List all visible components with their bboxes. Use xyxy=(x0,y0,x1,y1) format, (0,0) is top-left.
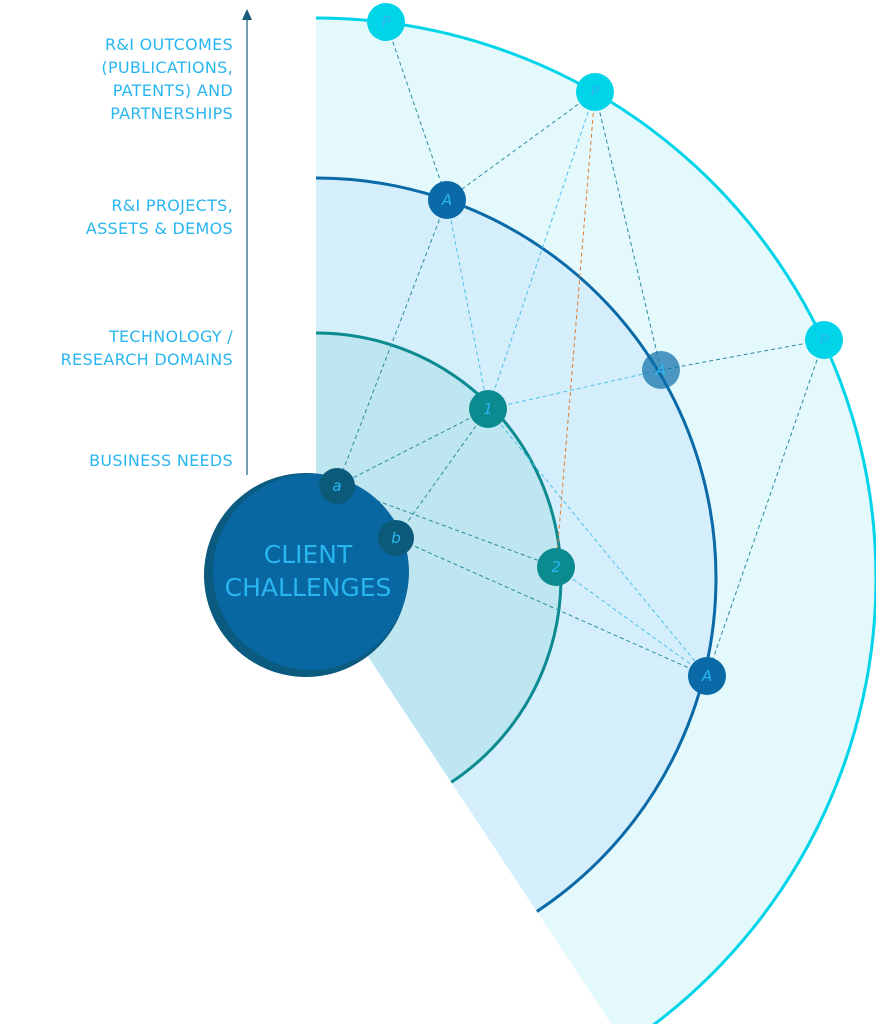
node-t1[interactable]: 1 xyxy=(469,390,507,428)
node-a3[interactable]: A xyxy=(688,657,726,695)
node-circle xyxy=(576,73,614,111)
node-label: A xyxy=(655,361,666,379)
center-line1: CLIENT xyxy=(264,540,353,569)
technology-ring-fill xyxy=(316,333,561,783)
link-t1-na xyxy=(336,408,489,487)
arrow-head-icon xyxy=(242,9,252,20)
node-label: A xyxy=(441,191,452,209)
link-a1-t1 xyxy=(446,199,489,410)
node-p1[interactable]: P xyxy=(367,3,405,41)
label-technology: TECHNOLOGY / RESEARCH DOMAINS xyxy=(60,327,233,369)
link-p2-a2 xyxy=(594,91,662,371)
node-a2[interactable]: A xyxy=(642,351,680,389)
node-nb[interactable]: b xyxy=(378,520,414,556)
link-a1-na xyxy=(336,199,448,487)
node-label: a xyxy=(332,477,341,495)
node-label: b xyxy=(391,529,401,547)
client-challenges-circle: CLIENT CHALLENGES xyxy=(204,473,409,677)
link-t1-a2 xyxy=(487,369,662,410)
node-circle xyxy=(642,351,680,389)
node-circle xyxy=(367,3,405,41)
outcomes-ring-arc xyxy=(315,16,876,1024)
node-label: A xyxy=(701,667,712,685)
link-nb-a3 xyxy=(395,537,708,677)
center-line2: CHALLENGES xyxy=(225,573,392,602)
node-p3[interactable]: P xyxy=(805,321,843,359)
link-p2-a1 xyxy=(446,91,596,201)
node-circle xyxy=(428,181,466,219)
node-label: P xyxy=(819,331,829,349)
node-circle xyxy=(469,390,507,428)
node-circle xyxy=(688,657,726,695)
projects-ring-arc xyxy=(315,176,718,913)
link-t1-nb xyxy=(395,408,489,539)
label-outcomes: R&I OUTCOMES (PUBLICATIONS, PATENTS) AND… xyxy=(101,35,233,123)
node-label: 2 xyxy=(551,558,561,576)
node-circle xyxy=(805,321,843,359)
node-p2[interactable]: P xyxy=(576,73,614,111)
node-na[interactable]: a xyxy=(319,468,355,504)
node-label: P xyxy=(381,13,391,31)
link-t1-a3 xyxy=(487,408,708,677)
technology-ring-arc xyxy=(315,331,563,784)
link-p3-a3 xyxy=(706,339,825,677)
node-circle xyxy=(378,520,414,556)
node-a1[interactable]: A xyxy=(428,181,466,219)
node-circle xyxy=(537,548,575,586)
label-projects: R&I PROJECTS, ASSETS & DEMOS xyxy=(85,196,233,238)
link-t2-a3 xyxy=(555,566,708,677)
link-p2-t2 xyxy=(555,91,596,568)
node-label: 1 xyxy=(483,400,493,418)
link-p1-a1 xyxy=(385,21,448,201)
node-t2[interactable]: 2 xyxy=(537,548,575,586)
node-circle xyxy=(319,468,355,504)
node-label: P xyxy=(590,83,600,101)
label-business: BUSINESS NEEDS xyxy=(89,451,233,470)
